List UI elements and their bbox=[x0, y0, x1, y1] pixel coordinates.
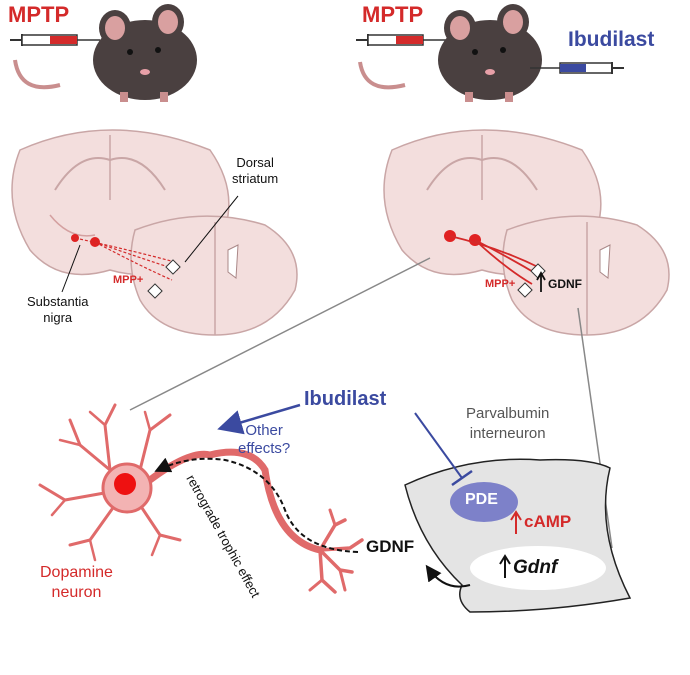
right-mpp-label: MPP+ bbox=[485, 278, 516, 290]
left-dopamine-projections bbox=[61, 195, 239, 299]
right-ibudilast-title: Ibudilast bbox=[568, 28, 655, 51]
pde-label: PDE bbox=[465, 491, 498, 508]
substantia-nigra-label: Substantia nigra bbox=[27, 294, 89, 325]
left-brain-front bbox=[130, 215, 298, 336]
camp-label: cAMP bbox=[524, 512, 572, 531]
bottom-ibudilast-title: Ibudilast bbox=[304, 388, 387, 410]
ibudilast-inhibition-line bbox=[414, 412, 463, 479]
left-mptp-title: MPTP bbox=[8, 2, 70, 27]
pde-ellipse bbox=[450, 482, 518, 522]
gdnf-protein-label: GDNF bbox=[366, 537, 415, 556]
retrograde-label: retrograde trophic effect bbox=[183, 472, 263, 600]
other-effects-label: Other effects? bbox=[238, 422, 291, 457]
interneuron-shape bbox=[404, 458, 632, 613]
connector-line-interneuron bbox=[577, 307, 613, 549]
connector-line-neuron bbox=[129, 257, 431, 411]
gdnf-secretion-arrow bbox=[425, 564, 471, 588]
left-mpp-label: MPP+ bbox=[113, 274, 144, 286]
retrograde-dashed-arrow bbox=[154, 457, 359, 553]
right-brain-front bbox=[502, 215, 670, 336]
right-gdnf-label: GDNF bbox=[548, 277, 582, 291]
right-dopamine-projections bbox=[444, 230, 546, 298]
right-mouse bbox=[358, 4, 542, 102]
dopamine-neuron-label: Dopamine neuron bbox=[40, 564, 113, 601]
gdnf-gene-label: Gdnf bbox=[513, 557, 558, 578]
dorsal-striatum-label: Dorsal striatum bbox=[232, 155, 279, 186]
left-syringe bbox=[10, 34, 100, 46]
right-mptp-title: MPTP bbox=[362, 2, 424, 27]
left-mouse bbox=[13, 4, 197, 102]
dopamine-neuron bbox=[38, 403, 364, 594]
parvalbumin-label: Parvalbumin interneuron bbox=[466, 405, 550, 442]
neuron-nucleus bbox=[114, 473, 136, 495]
right-syringe-ibudilast bbox=[530, 62, 624, 74]
ibudilast-other-effects-arrow bbox=[217, 403, 301, 435]
right-syringe-mptp bbox=[356, 34, 446, 46]
